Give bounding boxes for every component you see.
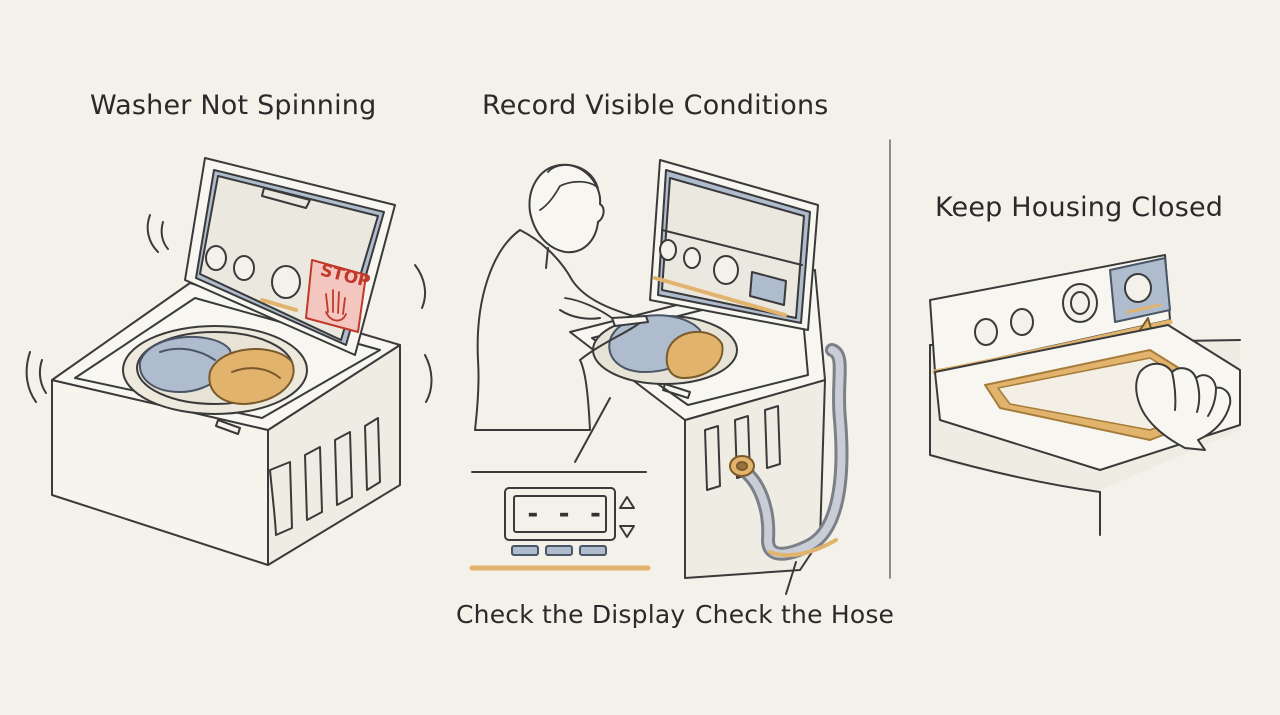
keep-housing-closed-illustration: [929, 254, 1241, 536]
caption-check-display: Check the Display: [456, 600, 686, 629]
title-washer-not-spinning: Washer Not Spinning: [90, 90, 377, 121]
record-conditions-illustration: - - -: [469, 159, 849, 595]
title-record-visible-conditions: Record Visible Conditions: [482, 90, 829, 121]
washer-not-spinning-illustration: STOP: [25, 157, 433, 566]
caption-check-hose: Check the Hose: [695, 600, 895, 629]
display-readout: - - -: [525, 499, 603, 529]
title-keep-housing-closed: Keep Housing Closed: [935, 192, 1224, 223]
